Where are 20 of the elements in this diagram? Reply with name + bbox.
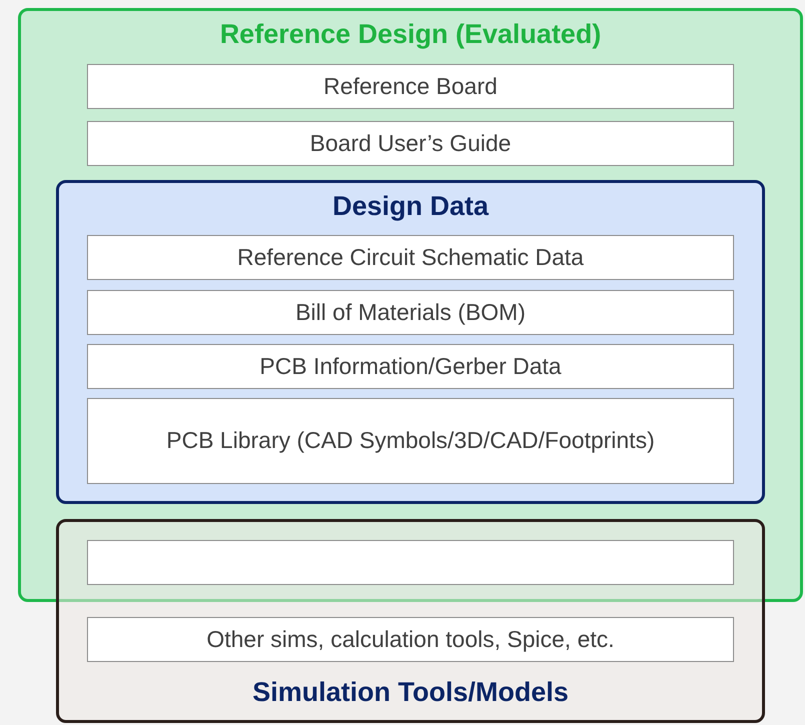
item-box bbox=[87, 290, 734, 335]
group-panel bbox=[56, 180, 765, 504]
panel-heading: Design Data bbox=[331, 191, 490, 222]
item-label: Reference Circuit Schematic Data bbox=[236, 242, 585, 272]
panel-heading: Reference Design (Evaluated) bbox=[218, 19, 602, 50]
empty-box bbox=[87, 540, 734, 585]
panel-heading: Simulation Tools/Models bbox=[251, 677, 570, 708]
item-label: Reference Board bbox=[322, 72, 498, 101]
item-box bbox=[87, 235, 734, 280]
item-label: PCB Information/Gerber Data bbox=[258, 352, 562, 381]
item-label: PCB Library (CAD Symbols/3D/CAD/Footprints) bbox=[165, 426, 656, 456]
item-label: Board User’s Guide bbox=[308, 128, 512, 158]
group-panel bbox=[18, 8, 803, 602]
item-label: Bill of Materials (BOM) bbox=[294, 298, 527, 327]
item-label: Other sims, calculation tools, Spice, etc. bbox=[206, 624, 616, 654]
item-box bbox=[87, 344, 734, 389]
item-box bbox=[87, 617, 734, 662]
item-box bbox=[87, 64, 734, 109]
item-box bbox=[87, 121, 734, 166]
item-box bbox=[87, 398, 734, 484]
